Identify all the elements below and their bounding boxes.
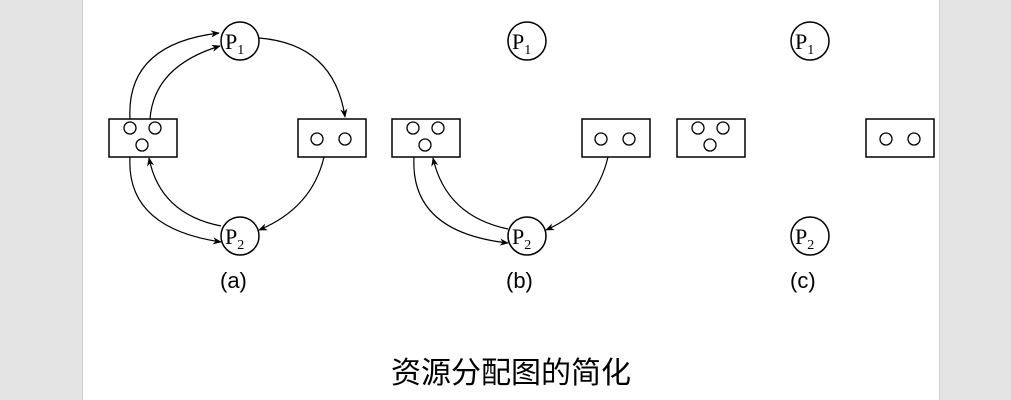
resource-r1 — [391, 118, 461, 158]
process-label: P — [225, 29, 237, 54]
process-subscript: 1 — [237, 43, 244, 58]
process-p1: P1 — [507, 21, 547, 61]
assignment-edge — [129, 156, 222, 245]
instance-dot — [123, 121, 137, 135]
process-subscript: 2 — [237, 238, 244, 253]
process-subscript: 1 — [807, 43, 814, 58]
process-label: P — [225, 224, 237, 249]
instance-dot — [703, 138, 717, 152]
process-p1: P1 — [220, 21, 260, 61]
svg-text:P1: P1 — [225, 29, 244, 58]
panel-b: P1 P2 (b) — [391, 21, 651, 293]
instance-dot — [907, 132, 921, 146]
svg-text:P2: P2 — [795, 224, 814, 253]
assignment-edge — [149, 44, 221, 120]
instance-dot — [594, 132, 608, 146]
process-label: P — [795, 224, 807, 249]
process-subscript: 2 — [807, 238, 814, 253]
instance-dot — [716, 121, 730, 135]
resource-r1 — [676, 118, 746, 158]
process-subscript: 1 — [524, 43, 531, 58]
svg-text:P2: P2 — [512, 224, 531, 253]
process-subscript: 2 — [524, 238, 531, 253]
panel-label: (a) — [220, 268, 247, 293]
resource-r2 — [865, 118, 935, 158]
instance-dot — [338, 132, 352, 146]
svg-text:P2: P2 — [225, 224, 244, 253]
instance-dot — [691, 121, 705, 135]
panel-c: P1 P2 (c) — [676, 21, 935, 293]
instance-dot — [310, 132, 324, 146]
instance-dot — [148, 121, 162, 135]
instance-dot — [135, 138, 149, 152]
figure-page — [82, 0, 940, 400]
panel-label: (b) — [506, 268, 533, 293]
panel-a: P1 P2 (a) — [108, 21, 367, 293]
assignment-edge — [258, 156, 325, 231]
svg-text:P1: P1 — [795, 29, 814, 58]
instance-dot — [879, 132, 893, 146]
resource-r2 — [581, 118, 651, 158]
assignment-edge — [545, 156, 609, 231]
svg-text:P1: P1 — [512, 29, 531, 58]
panel-label: (c) — [790, 268, 816, 293]
process-p2: P2 — [790, 216, 830, 256]
instance-dot — [431, 121, 445, 135]
process-label: P — [795, 29, 807, 54]
instance-dot — [622, 132, 636, 146]
request-edge — [431, 157, 509, 230]
assignment-edge — [413, 156, 509, 246]
process-p2: P2 — [220, 216, 260, 256]
assignment-edge — [129, 30, 220, 120]
instance-dot — [418, 138, 432, 152]
instance-dot — [406, 121, 420, 135]
request-edge — [147, 157, 222, 227]
figure-caption: 资源分配图的简化 — [391, 356, 631, 391]
process-label: P — [512, 29, 524, 54]
process-p1: P1 — [790, 21, 830, 61]
process-label: P — [512, 224, 524, 249]
process-p2: P2 — [507, 216, 547, 256]
request-edge — [258, 37, 348, 118]
resource-r1 — [108, 118, 178, 158]
resource-r2 — [297, 118, 367, 158]
